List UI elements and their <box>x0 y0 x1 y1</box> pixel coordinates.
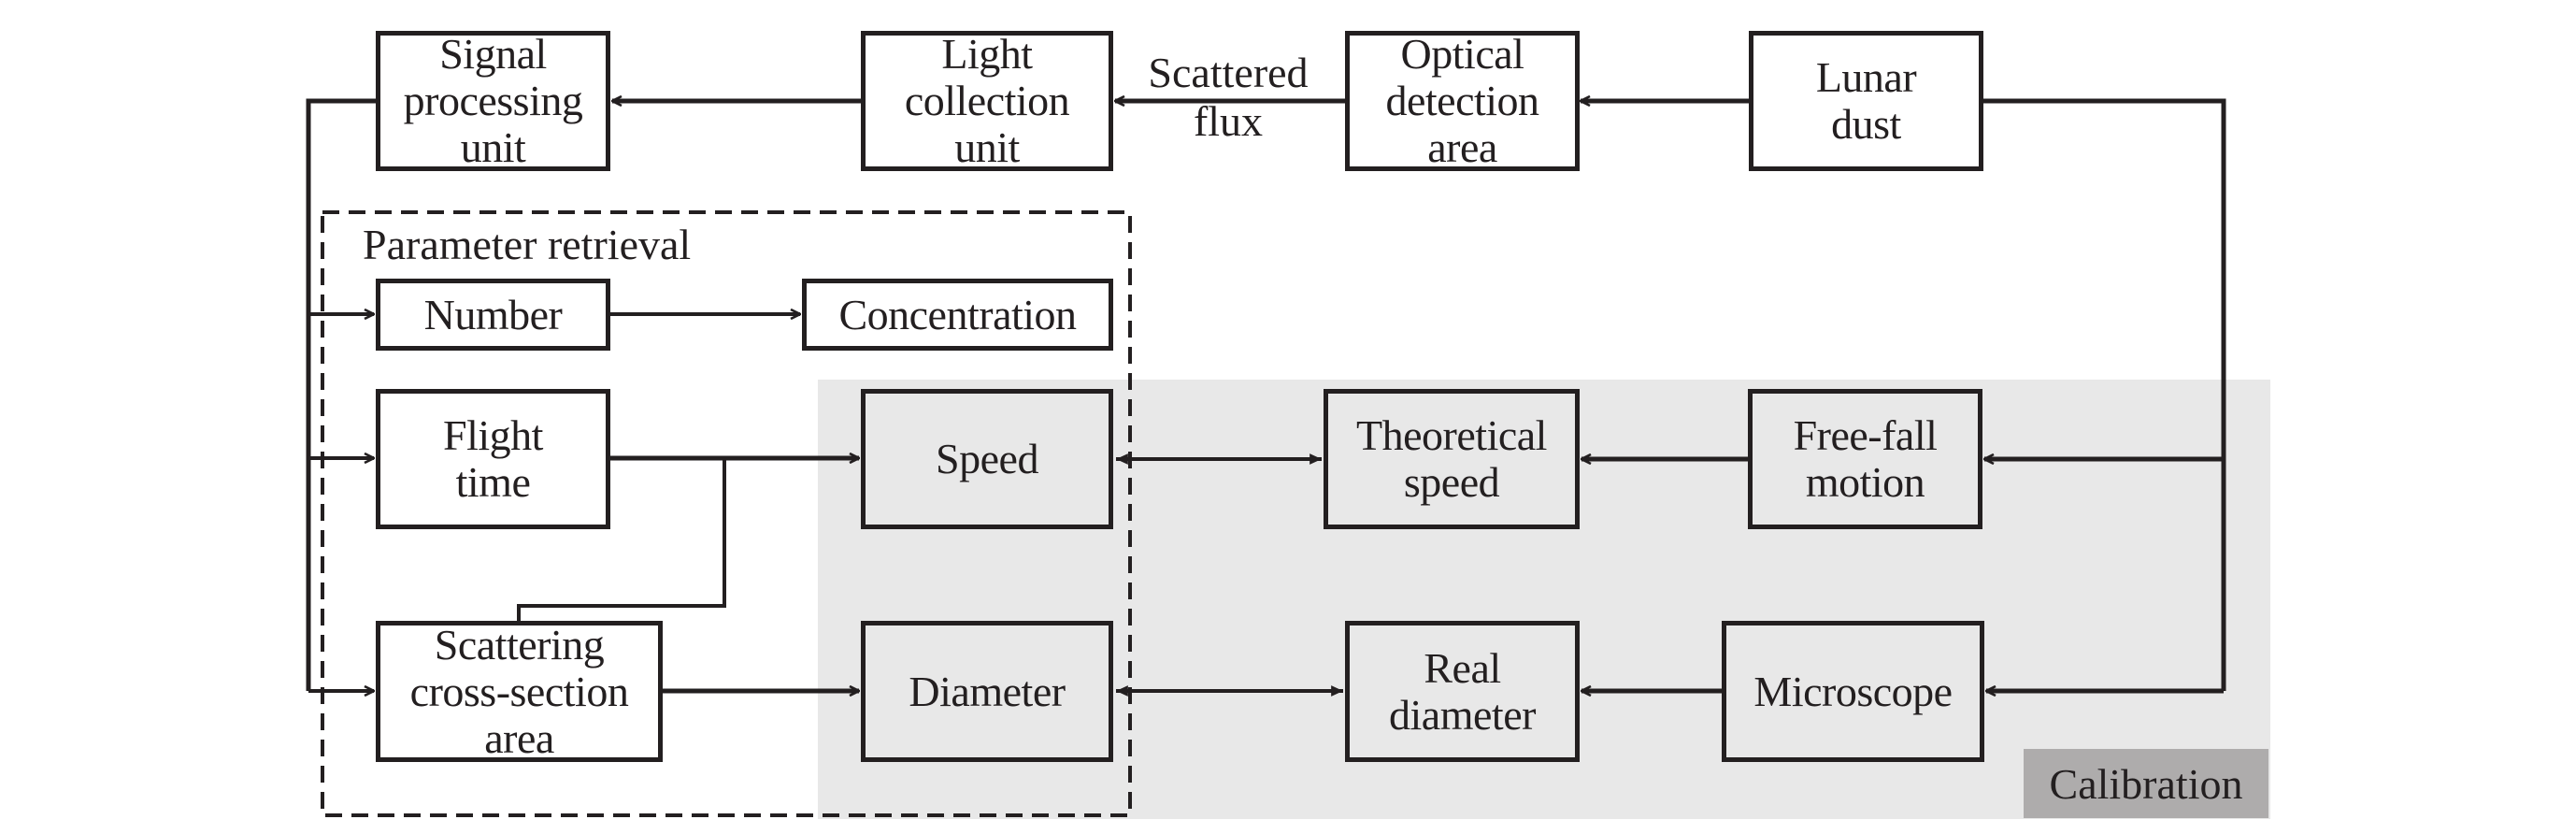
node-diameter: Diameter <box>861 621 1113 762</box>
node-real-diameter: Real diameter <box>1345 621 1580 762</box>
node-free-fall-motion: Free-fall motion <box>1748 389 1982 529</box>
edge-label-scattered-flux: Scattered flux <box>1148 49 1309 145</box>
group-title-parameter-retrieval: Parameter retrieval <box>363 221 692 268</box>
edge-scattering-join-speed <box>517 458 726 621</box>
node-light-collection-unit: Light collection unit <box>861 31 1113 171</box>
node-microscope: Microscope <box>1722 621 1984 762</box>
node-optical-detection-area: Optical detection area <box>1345 31 1580 171</box>
parameter-retrieval-group-border <box>321 210 1132 817</box>
node-lunar-dust: Lunar dust <box>1749 31 1983 171</box>
edge-signal-trunk <box>306 98 376 691</box>
group-title-calibration: Calibration <box>2024 749 2268 818</box>
node-speed: Speed <box>861 389 1113 529</box>
node-flight-time: Flight time <box>376 389 610 529</box>
node-theoretical-speed: Theoretical speed <box>1324 389 1580 529</box>
node-scattering-cross-section-area: Scattering cross-section area <box>376 621 663 762</box>
node-signal-processing-unit: Signal processing unit <box>376 31 610 171</box>
node-number: Number <box>376 279 610 351</box>
node-concentration: Concentration <box>802 279 1113 351</box>
edge-lunar-right-trunk <box>1982 98 2226 691</box>
